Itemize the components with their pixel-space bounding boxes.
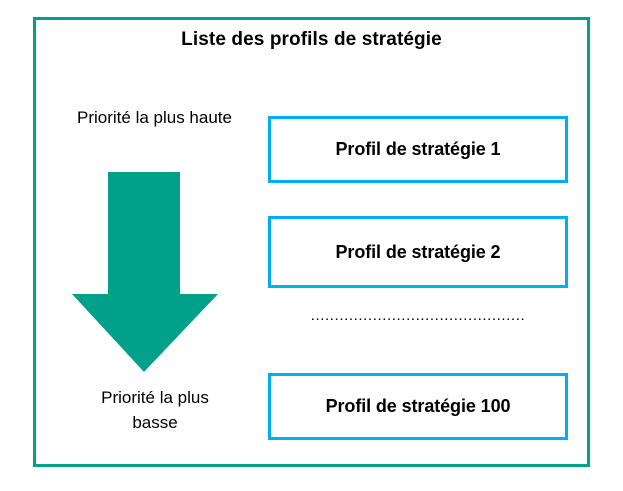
profile-box[interactable]: Profil de stratégie 100 (268, 373, 568, 440)
priority-low-label: Priorité la plus basse (60, 385, 250, 435)
profile-box-label: Profil de stratégie 1 (335, 139, 501, 159)
profile-box-label: Profil de stratégie 100 (325, 396, 511, 416)
page-title: Liste des profils de stratégie (181, 29, 442, 50)
priority-low-label-line1: Priorité la plus (101, 388, 209, 407)
priority-low-label-line2: basse (132, 413, 178, 432)
down-arrow-icon (70, 172, 220, 374)
profile-box[interactable]: Profil de stratégie 1 (268, 116, 568, 183)
priority-high-label: Priorité la plus haute (77, 108, 232, 127)
profile-box-label: Profil de stratégie 2 (335, 241, 501, 262)
profile-box[interactable]: Profil de stratégie 2 (268, 216, 568, 288)
profile-list-ellipsis: ........................................… (310, 308, 526, 323)
